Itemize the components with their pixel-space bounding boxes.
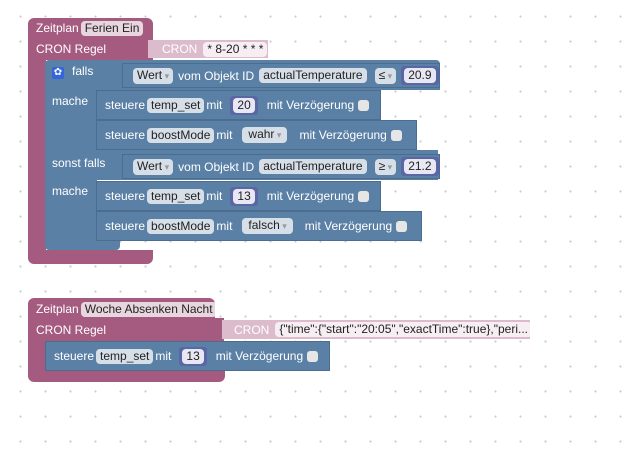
delay-label: mit Verzögerung xyxy=(215,349,304,363)
cron-block[interactable]: CRON * 8-20 * * * xyxy=(148,40,268,58)
schedule-name-field[interactable]: Ferien Ein xyxy=(80,21,144,36)
compare-block[interactable]: Wert vom Objekt ID actualTemperature ≥21.2 xyxy=(122,154,440,179)
mode-dropdown[interactable]: Wert xyxy=(133,158,174,175)
set-label: steuere xyxy=(54,349,95,363)
cron-rule-label: CRON Regel xyxy=(36,323,107,337)
variable-field[interactable]: boostMode xyxy=(147,218,215,234)
boolean-dropdown[interactable]: falsch xyxy=(242,218,293,234)
variable-field[interactable]: temp_set xyxy=(147,188,205,204)
delay-label: mit Verzögerung xyxy=(299,128,387,142)
delay-checkbox[interactable] xyxy=(307,350,319,362)
delay-checkbox[interactable] xyxy=(358,190,370,202)
object-id-field[interactable]: actualTemperature xyxy=(259,159,367,174)
gear-icon[interactable]: ✿ xyxy=(52,67,64,79)
cron-block[interactable]: CRON {"time":{"start":"20:05","exactTime"… xyxy=(222,320,533,339)
schedule-label: Zeitplan xyxy=(36,21,79,35)
cron-keyword: CRON xyxy=(234,322,270,337)
mode-dropdown[interactable]: Wert xyxy=(133,67,174,84)
elseif-label: sonst falls xyxy=(52,156,106,170)
with-label: mit xyxy=(206,189,223,203)
set-label: steuere xyxy=(105,219,146,233)
if-label: falls xyxy=(72,64,94,78)
delay-label: mit Verzögerung xyxy=(266,189,355,203)
number-field[interactable]: 13 xyxy=(182,348,204,364)
cron-value-field[interactable]: * 8-20 * * * xyxy=(203,41,268,57)
delay-label: mit Verzögerung xyxy=(304,219,393,233)
set-label: steuere xyxy=(105,128,146,142)
variable-field[interactable]: temp_set xyxy=(147,97,205,113)
with-label: mit xyxy=(216,128,233,142)
boolean-dropdown[interactable]: wahr xyxy=(242,127,288,143)
cron-keyword: CRON xyxy=(162,42,198,56)
variable-field[interactable]: temp_set xyxy=(96,348,154,364)
number-field[interactable]: 21.2 xyxy=(404,159,436,174)
cron-rule-label: CRON Regel xyxy=(36,42,107,56)
delay-checkbox[interactable] xyxy=(390,129,402,141)
object-id-field[interactable]: actualTemperature xyxy=(259,68,367,83)
number-field[interactable]: 20.9 xyxy=(404,68,436,83)
object-id-label: vom Objekt ID xyxy=(178,68,255,83)
with-label: mit xyxy=(206,98,223,112)
with-label: mit xyxy=(155,349,172,363)
number-field[interactable]: 20 xyxy=(233,97,255,113)
variable-field[interactable]: boostMode xyxy=(147,127,215,143)
object-id-label: vom Objekt ID xyxy=(178,159,255,174)
schedule-label: Zeitplan xyxy=(36,302,79,316)
delay-checkbox[interactable] xyxy=(396,220,408,232)
delay-label: mit Verzögerung xyxy=(266,98,355,112)
delay-checkbox[interactable] xyxy=(358,99,370,111)
number-field[interactable]: 13 xyxy=(233,188,255,204)
with-label: mit xyxy=(216,219,233,233)
set-label: steuere xyxy=(105,189,146,203)
compare-block[interactable]: Wert vom Objekt ID actualTemperature ≤20.9 xyxy=(122,63,440,88)
operator-dropdown[interactable]: ≤ xyxy=(374,67,397,84)
schedule-name-field[interactable]: Woche Absenken Nacht xyxy=(80,302,217,317)
do-label: mache xyxy=(52,184,89,198)
set-label: steuere xyxy=(105,98,146,112)
do-label: mache xyxy=(52,94,89,108)
operator-dropdown[interactable]: ≥ xyxy=(374,158,397,175)
cron-value-field[interactable]: {"time":{"start":"20:05","exactTime":tru… xyxy=(275,322,533,337)
